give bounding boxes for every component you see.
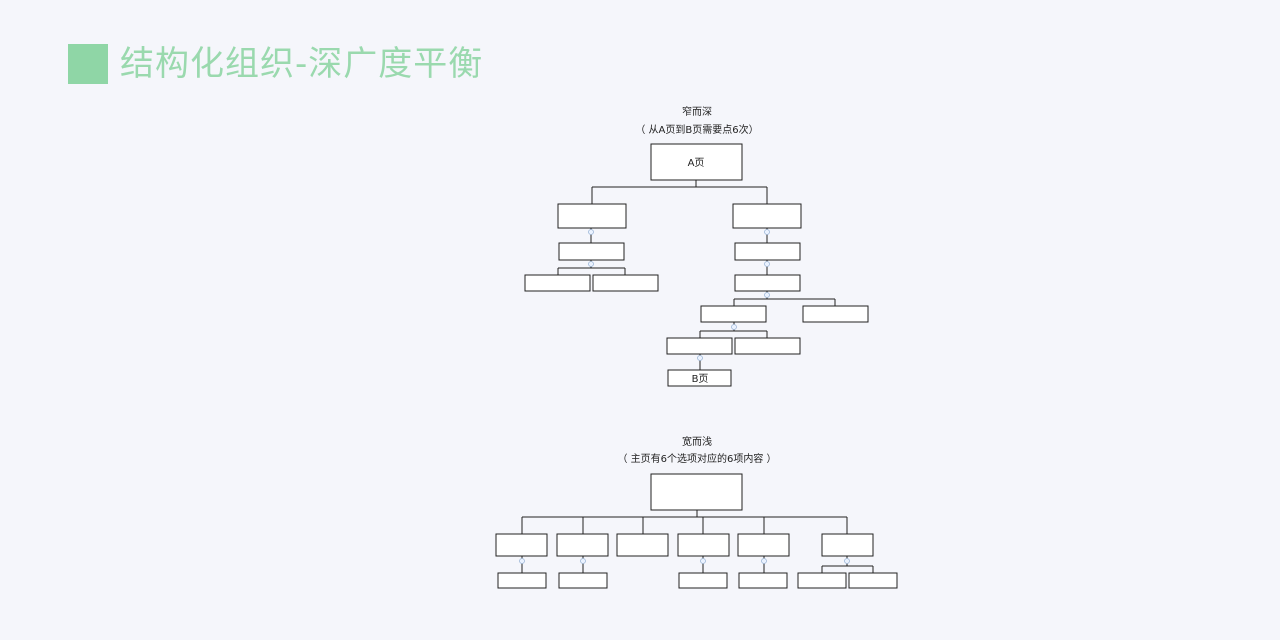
- tree-node: [737, 533, 790, 557]
- connector-dot: [700, 558, 706, 564]
- slide-title-text: 结构化组织-深广度平衡: [120, 44, 484, 84]
- narrow-deep-heading: 窄而深: [682, 105, 712, 118]
- node-home: [650, 473, 743, 511]
- tree-node: [802, 305, 869, 323]
- tree-node: [556, 533, 609, 557]
- title-accent-square: [68, 44, 108, 84]
- tree-node: [821, 533, 874, 557]
- tree-node: [738, 572, 788, 589]
- connector-dot: [519, 558, 525, 564]
- tree-node: [592, 274, 659, 292]
- tree-node: [678, 572, 728, 589]
- tree-node: [497, 572, 547, 589]
- tree-node: [848, 572, 898, 589]
- tree-node: [734, 337, 801, 355]
- tree-node: [557, 203, 627, 229]
- connector-dot: [580, 558, 586, 564]
- tree-node: [495, 533, 548, 557]
- tree-node: [732, 203, 802, 229]
- narrow-deep-subheading: （ 从A页到B页需要点6次）: [635, 123, 758, 136]
- page-a-label: A页: [688, 157, 705, 169]
- wide-shallow-heading: 宽而浅: [682, 435, 712, 448]
- slide-title: 结构化组织-深广度平衡: [68, 44, 483, 84]
- page-b-label: B页: [692, 373, 709, 385]
- tree-node: [524, 274, 591, 292]
- tree-node: [734, 242, 801, 261]
- tree-node: [558, 242, 625, 261]
- tree-node: [616, 533, 669, 557]
- node-page-b: [667, 369, 732, 387]
- connector-dot: [697, 355, 703, 361]
- tree-node: [700, 305, 767, 323]
- connector-dot: [844, 558, 850, 564]
- wide-shallow-subheading: （ 主页有6个选项对应的6项内容 ）: [617, 452, 776, 465]
- connector-dot: [588, 229, 594, 235]
- tree-node: [677, 533, 730, 557]
- connector-dot: [764, 292, 770, 298]
- tree-node: [734, 274, 801, 292]
- connector-dot: [764, 261, 770, 267]
- tree-node: [558, 572, 608, 589]
- connector-dot: [731, 324, 737, 330]
- node-page-a: [650, 143, 743, 181]
- connector-dot: [764, 229, 770, 235]
- connector-dot: [761, 558, 767, 564]
- tree-node: [797, 572, 847, 589]
- tree-node: [666, 337, 733, 355]
- connector-dot: [588, 261, 594, 267]
